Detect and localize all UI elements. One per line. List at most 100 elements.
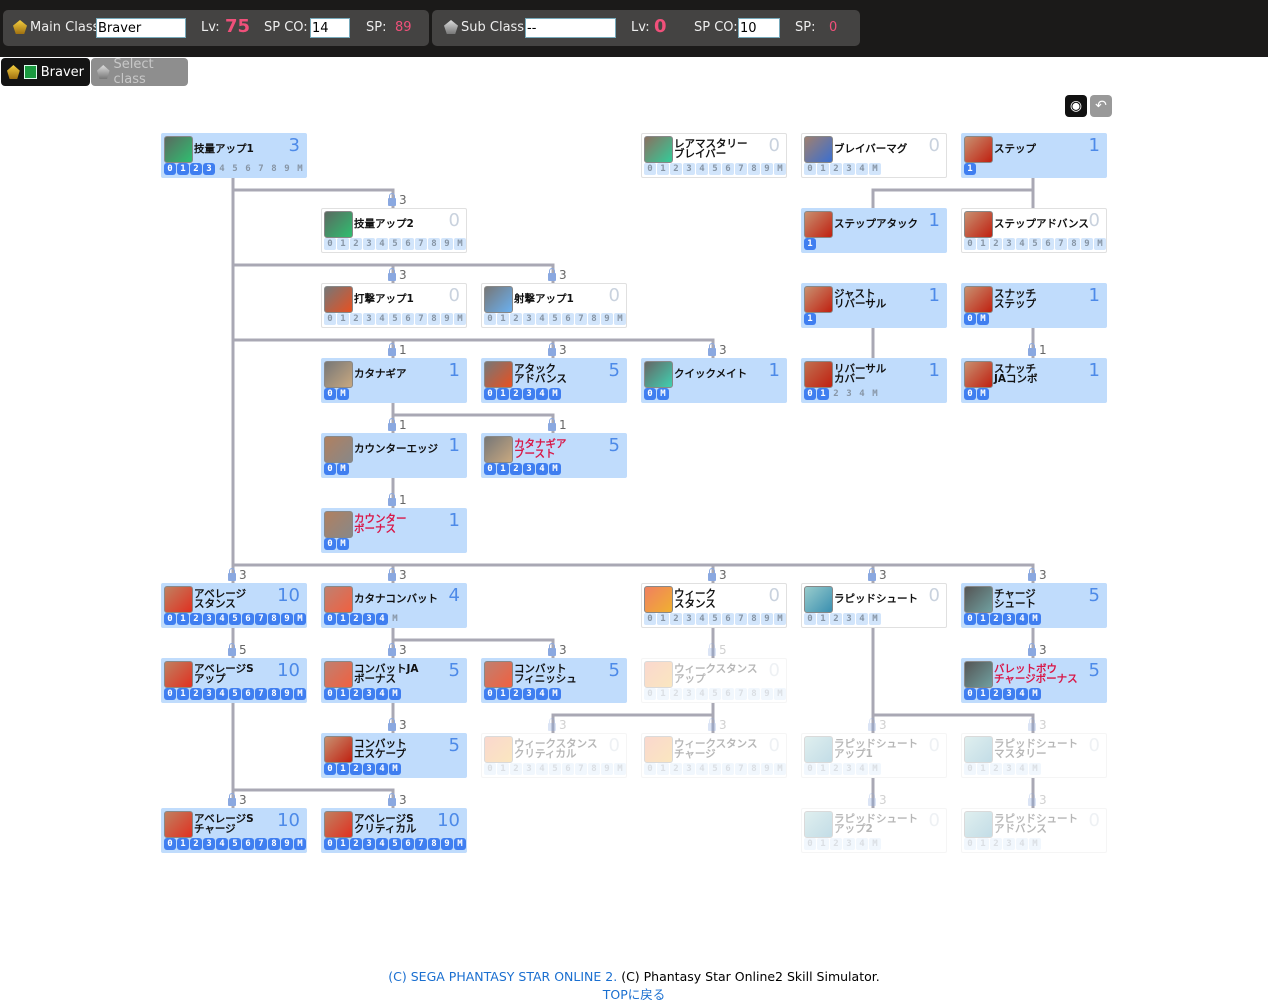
level-chip[interactable]: 3 [203,688,215,700]
level-chip[interactable]: 1 [497,388,509,400]
level-chip[interactable]: 0 [324,313,336,325]
level-chip[interactable]: 6 [722,613,734,625]
level-chip[interactable]: 3 [1003,613,1015,625]
level-chip[interactable]: 1 [657,613,669,625]
level-chip[interactable]: 3 [1003,763,1015,775]
level-chip[interactable]: 3 [523,763,535,775]
level-chip[interactable]: 3 [363,313,375,325]
level-chip[interactable]: 0 [804,763,816,775]
level-chip[interactable]: 8 [588,313,600,325]
level-chip[interactable]: 8 [268,838,280,850]
level-chip[interactable]: 0 [324,613,336,625]
level-chip[interactable]: 7 [1055,238,1067,250]
level-chip[interactable]: 0 [324,838,336,850]
level-chip[interactable]: 1 [337,613,349,625]
level-chip[interactable]: 0 [964,313,976,325]
level-chip[interactable]: 7 [415,838,427,850]
level-chip[interactable]: 9 [1081,238,1093,250]
level-chip[interactable]: 1 [497,688,509,700]
level-chip[interactable]: M [1029,838,1041,850]
level-chip[interactable]: 4 [1016,688,1028,700]
level-chip[interactable]: 7 [575,763,587,775]
level-chip[interactable]: M [294,613,306,625]
sub-spco-input[interactable] [738,18,780,38]
level-chip[interactable]: 7 [415,238,427,250]
level-chip[interactable]: 3 [523,688,535,700]
level-chip[interactable]: 8 [748,163,760,175]
level-chip[interactable]: 3 [843,163,855,175]
level-chip[interactable]: 3 [363,838,375,850]
level-chip[interactable]: M [977,313,989,325]
level-chip[interactable]: 0 [964,388,976,400]
level-chip[interactable]: 2 [990,688,1002,700]
level-chip[interactable]: 4 [1016,613,1028,625]
level-chip[interactable]: 3 [203,163,215,175]
level-chip[interactable]: 2 [190,688,202,700]
level-chip[interactable]: 4 [536,313,548,325]
level-chip[interactable]: 5 [389,313,401,325]
level-chip[interactable]: 2 [190,613,202,625]
level-chip[interactable]: 9 [601,313,613,325]
level-chip[interactable]: 3 [683,613,695,625]
level-chip[interactable]: 2 [510,463,522,475]
level-chip[interactable]: 4 [216,613,228,625]
class-tab-braver[interactable]: Braver [1,58,90,86]
level-chip[interactable]: M [1094,238,1106,250]
level-chip[interactable]: 9 [441,313,453,325]
level-chip[interactable]: 2 [990,238,1002,250]
level-chip[interactable]: 3 [1003,238,1015,250]
level-chip[interactable]: 4 [536,688,548,700]
skill-node[interactable]: ジャスト リバーサル 1 1 [801,283,947,328]
level-chip[interactable]: 1 [657,688,669,700]
level-chip[interactable]: 8 [748,613,760,625]
level-chip[interactable]: M [549,688,561,700]
level-chip[interactable]: 2 [350,838,362,850]
level-chip[interactable]: 2 [350,688,362,700]
level-chip[interactable]: 3 [843,763,855,775]
level-chip[interactable]: 9 [761,763,773,775]
level-chip[interactable]: M [614,763,626,775]
level-chip[interactable]: 8 [268,688,280,700]
level-chip[interactable]: M [454,238,466,250]
level-chip[interactable]: 4 [536,463,548,475]
level-chip[interactable]: 8 [428,838,440,850]
level-chip[interactable]: M [869,763,881,775]
level-chip[interactable]: M [774,613,786,625]
level-chip[interactable]: 4 [696,163,708,175]
level-chip[interactable]: 0 [324,688,336,700]
level-chip[interactable]: 0 [804,613,816,625]
level-chip[interactable]: 2 [830,763,842,775]
level-chip[interactable]: 9 [761,163,773,175]
level-chip[interactable]: 4 [696,688,708,700]
level-chip[interactable]: 6 [722,763,734,775]
level-chip[interactable]: 9 [441,238,453,250]
level-chip[interactable]: 3 [683,163,695,175]
level-chip[interactable]: 2 [830,388,842,400]
level-chip[interactable]: 1 [977,238,989,250]
level-chip[interactable]: 0 [164,838,176,850]
level-chip[interactable]: 1 [497,313,509,325]
level-chip[interactable]: 2 [670,613,682,625]
level-chip[interactable]: 1 [337,238,349,250]
level-chip[interactable]: M [657,388,669,400]
level-chip[interactable]: 0 [484,313,496,325]
level-chip[interactable]: 0 [644,163,656,175]
level-chip[interactable]: 3 [1003,838,1015,850]
level-chip[interactable]: 1 [497,763,509,775]
level-chip[interactable]: 0 [324,463,336,475]
level-chip[interactable]: 3 [203,613,215,625]
top-link[interactable]: TOPに戻る [602,987,666,1002]
level-chip[interactable]: 2 [350,238,362,250]
